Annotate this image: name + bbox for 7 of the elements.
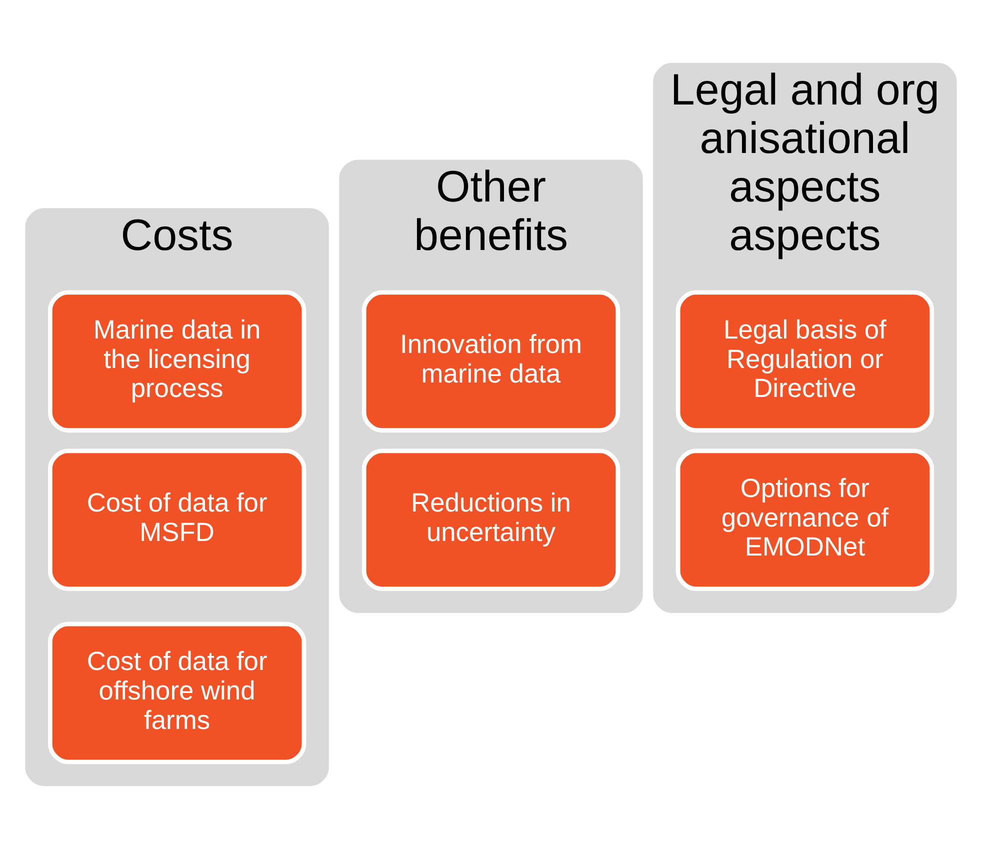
node-box: Reductions in uncertainty bbox=[362, 448, 620, 591]
node-box: Marine data in the licensing process bbox=[48, 290, 306, 433]
node-box: Cost of data for offshore wind farms bbox=[48, 622, 306, 764]
node-box: Cost of data for MSFD bbox=[48, 448, 306, 591]
node-box: Options for governance of EMODNet bbox=[676, 448, 934, 591]
node-box: Legal basis of Regulation or Directive bbox=[676, 290, 934, 433]
node-box: Innovation from marine data bbox=[362, 290, 620, 433]
